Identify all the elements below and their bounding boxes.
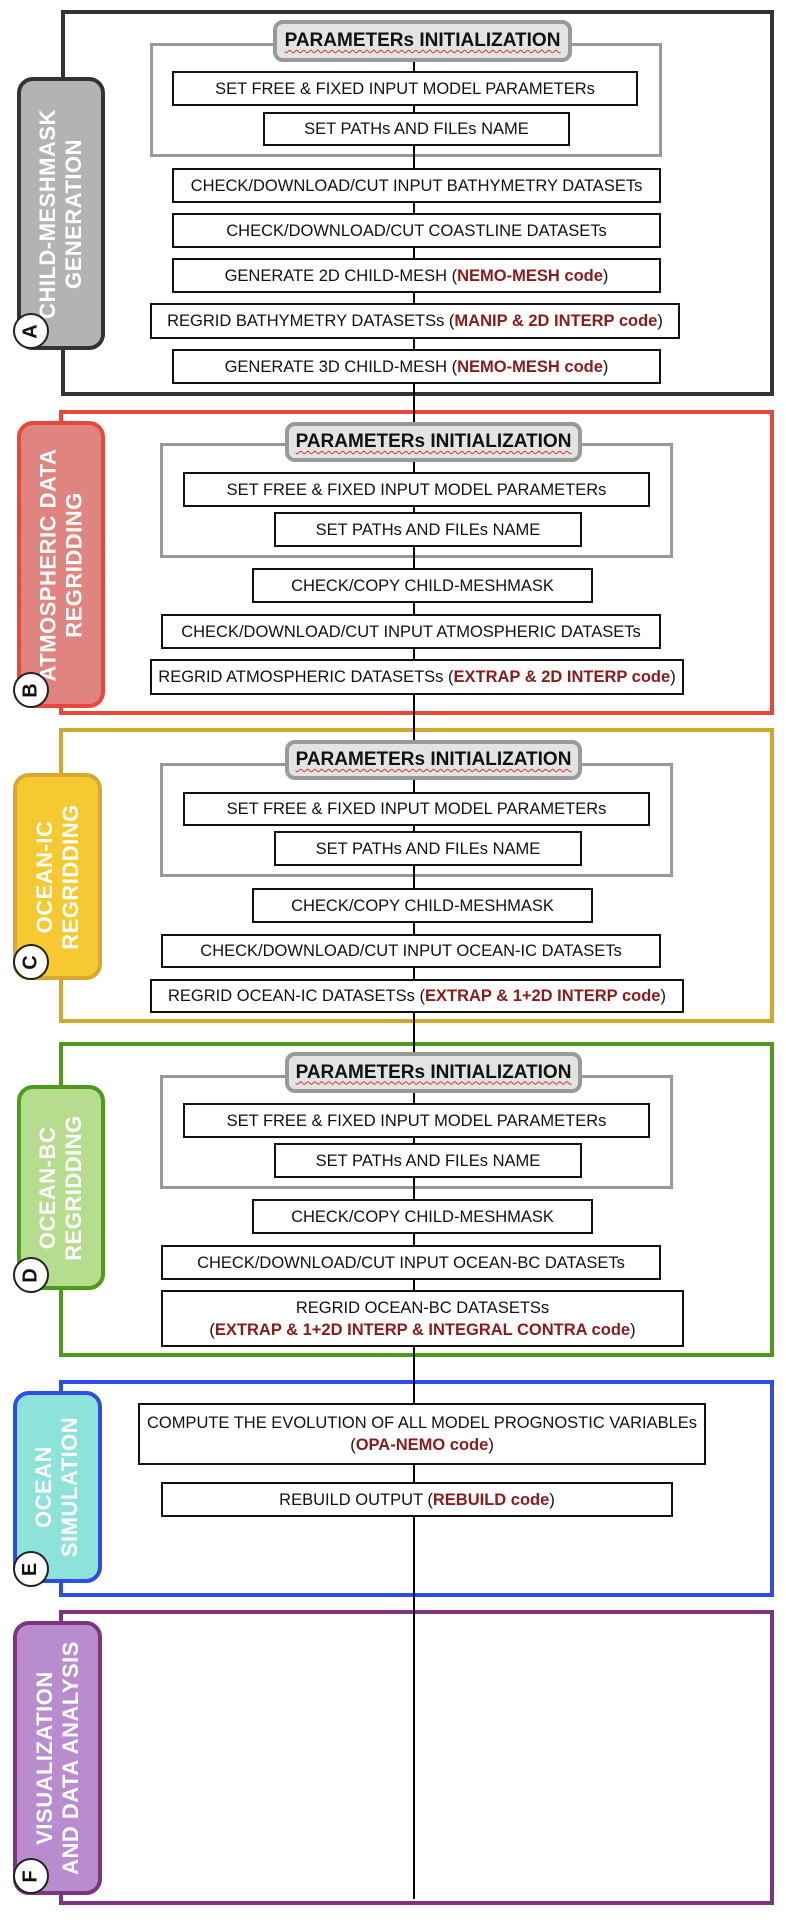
step-set-paths-d[interactable]: SET PATHs AND FILEs NAME bbox=[274, 1143, 582, 1178]
step-generate-3d-mesh[interactable]: GENERATE 3D CHILD-MESH (NEMO-MESH code) bbox=[172, 349, 661, 384]
step-set-free-params-c[interactable]: SET FREE & FIXED INPUT MODEL PARAMETERs bbox=[183, 792, 650, 826]
step-check-copy-meshmask-d[interactable]: CHECK/COPY CHILD-MESHMASK bbox=[252, 1199, 593, 1234]
step-set-free-params-b[interactable]: SET FREE & FIXED INPUT MODEL PARAMETERs bbox=[183, 472, 650, 507]
section-c-badge: C bbox=[13, 944, 49, 980]
step-check-coastline[interactable]: CHECK/DOWNLOAD/CUT COASTLINE DATASETs bbox=[172, 213, 661, 248]
section-a-badge: A bbox=[13, 313, 49, 349]
step-check-copy-meshmask-c[interactable]: CHECK/COPY CHILD-MESHMASK bbox=[252, 888, 593, 923]
step-compute-evolution[interactable]: COMPUTE THE EVOLUTION OF ALL MODEL PROGN… bbox=[138, 1403, 706, 1465]
step-set-paths-a[interactable]: SET PATHs AND FILEs NAME bbox=[263, 112, 570, 146]
section-f-frame bbox=[59, 1610, 774, 1905]
params-init-header-b[interactable]: PARAMETERs INITIALIZATION bbox=[285, 422, 582, 462]
params-init-header-c[interactable]: PARAMETERs INITIALIZATION bbox=[285, 740, 582, 780]
step-check-copy-meshmask-b[interactable]: CHECK/COPY CHILD-MESHMASK bbox=[252, 568, 593, 603]
step-regrid-bathymetry[interactable]: REGRID BATHYMETRY DATASETSs (MANIP & 2D … bbox=[150, 303, 680, 339]
step-check-ocean-bc[interactable]: CHECK/DOWNLOAD/CUT INPUT OCEAN-BC DATASE… bbox=[161, 1245, 661, 1280]
step-set-free-params-a[interactable]: SET FREE & FIXED INPUT MODEL PARAMETERs bbox=[172, 71, 638, 106]
step-regrid-ocean-ic[interactable]: REGRID OCEAN-IC DATASETSs (EXTRAP & 1+2D… bbox=[150, 979, 684, 1013]
params-init-header-a[interactable]: PARAMETERs INITIALIZATION bbox=[273, 20, 572, 62]
section-b-badge: B bbox=[13, 672, 49, 708]
step-rebuild-output[interactable]: REBUILD OUTPUT (REBUILD code) bbox=[161, 1482, 673, 1517]
section-d-badge: D bbox=[13, 1257, 49, 1293]
params-init-header-d[interactable]: PARAMETERs INITIALIZATION bbox=[285, 1052, 582, 1093]
step-generate-2d-mesh[interactable]: GENERATE 2D CHILD-MESH (NEMO-MESH code) bbox=[172, 258, 661, 293]
step-set-paths-c[interactable]: SET PATHs AND FILEs NAME bbox=[274, 831, 582, 866]
step-check-ocean-ic[interactable]: CHECK/DOWNLOAD/CUT INPUT OCEAN-IC DATASE… bbox=[161, 934, 661, 968]
step-check-bathymetry[interactable]: CHECK/DOWNLOAD/CUT INPUT BATHYMETRY DATA… bbox=[172, 168, 661, 203]
section-e-badge: E bbox=[13, 1551, 49, 1587]
flow-line-f bbox=[413, 1597, 415, 1899]
step-regrid-atmospheric[interactable]: REGRID ATMOSPHERIC DATASETSs (EXTRAP & 2… bbox=[150, 659, 684, 695]
section-f-badge: F bbox=[13, 1858, 49, 1894]
step-regrid-ocean-bc[interactable]: REGRID OCEAN-BC DATASETSs (EXTRAP & 1+2D… bbox=[161, 1290, 684, 1347]
step-check-atmospheric[interactable]: CHECK/DOWNLOAD/CUT INPUT ATMOSPHERIC DAT… bbox=[161, 614, 661, 649]
step-set-paths-b[interactable]: SET PATHs AND FILEs NAME bbox=[274, 512, 582, 547]
step-set-free-params-d[interactable]: SET FREE & FIXED INPUT MODEL PARAMETERs bbox=[183, 1103, 650, 1138]
